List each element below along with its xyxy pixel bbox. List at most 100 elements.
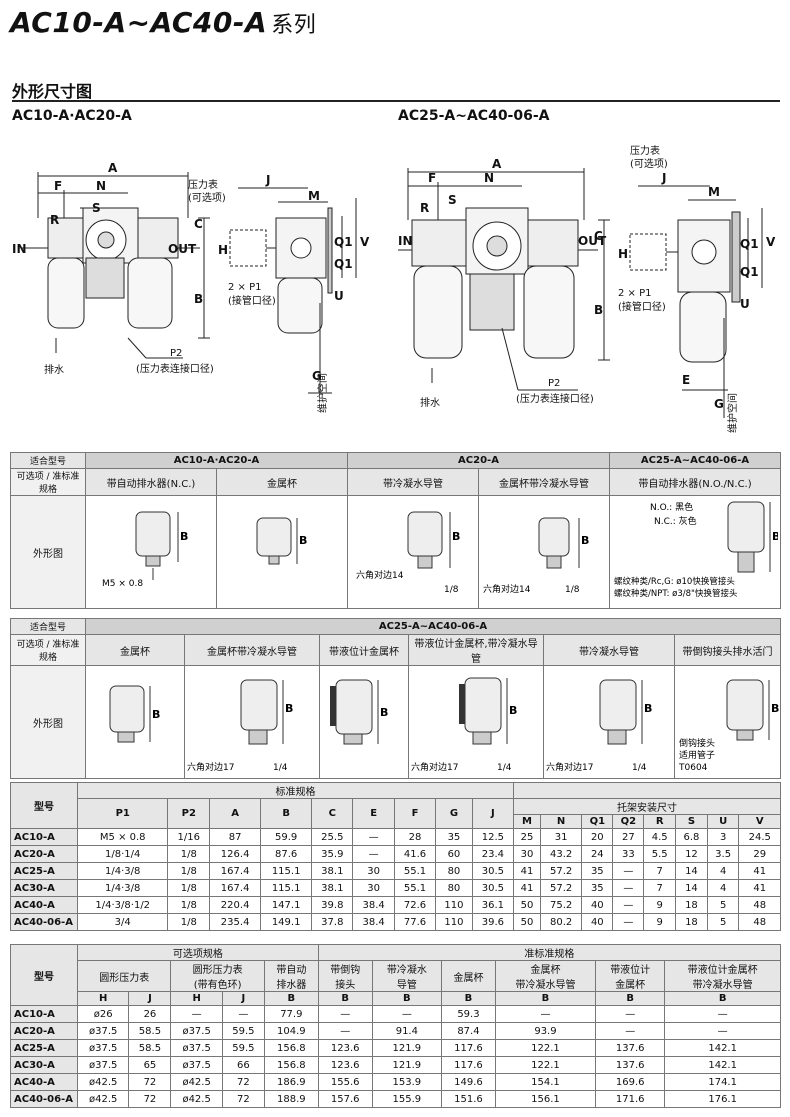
dim-Q2-right: Q1 xyxy=(740,265,759,279)
table-cell: 55.1 xyxy=(393,862,437,880)
t1-nc-note: N.C.: 灰色 xyxy=(654,515,697,527)
t3-col-12: Q2 xyxy=(612,814,645,829)
t1-hex14-note-b: 六角对边14 xyxy=(483,583,531,595)
dim-V-right: V xyxy=(766,235,776,249)
out-label-right: OUT xyxy=(578,234,607,248)
p2-label-right: P2 xyxy=(548,378,560,389)
table-cell: 59.9 xyxy=(260,828,313,846)
t3-col-2: A xyxy=(209,798,262,829)
dim-E-right: E xyxy=(682,373,690,387)
p1-sub-right: (接管口径) xyxy=(618,300,666,313)
options-dimension-table: 型号 可选项规格 准标准规格 圆形压力表圆形压力表 (带有色环)带自动 排水器带… xyxy=(10,944,782,1108)
dim-B-right: B xyxy=(594,303,603,317)
t4-sub-3: J xyxy=(221,991,265,1006)
in-label-right: IN xyxy=(398,234,413,248)
table-cell: 14 xyxy=(675,862,708,880)
left-model-label: AC10-A·AC20-A xyxy=(12,108,132,124)
in-label-left: IN xyxy=(12,242,27,256)
t1-hex14-note-a: 六角对边14 xyxy=(356,569,404,581)
table-cell: 58.5 xyxy=(128,1039,172,1057)
t2-row3-label: 外形图 xyxy=(10,665,86,779)
table-cell: 156.8 xyxy=(263,1056,319,1074)
dim-V-left: V xyxy=(360,235,370,249)
table-cell: 39.6 xyxy=(471,913,515,931)
table-cell: 30.5 xyxy=(471,862,515,880)
table-cell: 30 xyxy=(513,845,541,863)
t4-sub-9: B xyxy=(595,991,666,1006)
t3-bracket-header: 托架安装尺寸 xyxy=(513,798,781,815)
row-model: AC30-A xyxy=(10,879,78,897)
t2-item-5: 带倒钩接头排水活门 xyxy=(674,634,781,666)
t4-sub-6: B xyxy=(371,991,443,1006)
table-cell: — xyxy=(371,1005,443,1023)
table-cell: 4 xyxy=(706,879,740,897)
table-cell: 41 xyxy=(738,862,781,880)
p2-sub-left: (压力表连接口径) xyxy=(136,362,214,375)
table-cell: M5 × 0.8 xyxy=(76,828,169,846)
section-heading: 外形尺寸图 xyxy=(12,82,93,101)
t4-group-4: 带冷凝水 导管 xyxy=(371,960,443,992)
table-cell: 1/8·1/4 xyxy=(76,845,169,863)
table-cell: 50 xyxy=(513,913,541,931)
table-cell: 7 xyxy=(643,862,677,880)
table-cell: 20 xyxy=(581,828,614,846)
table-cell: 55.1 xyxy=(393,879,437,897)
dim-S-left: S xyxy=(92,201,101,215)
t4-group-8: 带液位计金属杯 带冷凝水导管 xyxy=(664,960,781,992)
t4-sub-8: B xyxy=(494,991,597,1006)
table-cell: ø37.5 xyxy=(170,1056,223,1074)
t2-illu-0: B xyxy=(85,665,185,779)
table-cell: 156.1 xyxy=(494,1090,597,1108)
t1-row3-label: 外形图 xyxy=(10,495,86,609)
table-cell: 39.8 xyxy=(311,896,354,914)
table-cell: 38.4 xyxy=(352,913,395,931)
table-cell: 18 xyxy=(675,913,708,931)
t4-model-header: 型号 xyxy=(10,944,78,1006)
table-cell: 41 xyxy=(738,879,781,897)
table-cell: ø42.5 xyxy=(76,1090,130,1108)
t3-col-9: M xyxy=(513,814,541,829)
dim-G-left: G xyxy=(312,369,322,383)
t1-item-0: 带自动排水器(N.C.) xyxy=(85,468,217,496)
t2-quarter-note-a: 1/4 xyxy=(273,763,288,773)
row-model: AC20-A xyxy=(10,845,78,863)
gauge-label-right-1: 压力表 xyxy=(630,144,660,157)
dim-B-left: B xyxy=(194,292,203,306)
table-cell: 40 xyxy=(581,896,614,914)
row-model: AC40-06-A xyxy=(10,1090,78,1108)
table-cell: 24 xyxy=(581,845,614,863)
t2-hex17-note-b: 六角对边17 xyxy=(411,761,458,773)
table-cell: 26 xyxy=(128,1005,172,1023)
dim-H-left: H xyxy=(218,243,228,257)
drain-label-right: 排水 xyxy=(420,396,440,409)
table-cell: 110 xyxy=(435,913,473,931)
table-cell: 48 xyxy=(738,913,781,931)
table-cell: 115.1 xyxy=(260,879,313,897)
svg-text:B: B xyxy=(152,708,160,721)
table-cell: 50 xyxy=(513,896,541,914)
table-cell: — xyxy=(595,1005,666,1023)
table-cell: 1/4·3/8·1/2 xyxy=(76,896,169,914)
dim-G-right: G xyxy=(714,397,724,411)
dim-H-right: H xyxy=(618,247,628,261)
table-cell: 38.1 xyxy=(311,862,354,880)
row-model: AC10-A xyxy=(10,1005,78,1023)
table-cell: 117.6 xyxy=(441,1056,496,1074)
svg-text:B: B xyxy=(771,702,779,715)
table-cell: 110 xyxy=(435,896,473,914)
maint-label-right: 维护空间 xyxy=(726,393,739,433)
p1-label-left: 2 × P1 xyxy=(228,282,262,293)
gauge-label-left-1: 压力表 xyxy=(188,178,218,191)
left-dimension-drawing: A F N S R C B J H M Q1 Q1 V U G IN OUT 排… xyxy=(12,161,370,413)
table-cell: 38.4 xyxy=(352,896,395,914)
table-cell: — xyxy=(595,1022,666,1040)
t4-sub-5: B xyxy=(317,991,373,1006)
table-cell: 137.6 xyxy=(595,1039,666,1057)
table-cell: 220.4 xyxy=(209,896,262,914)
t4-group-1: 圆形压力表 (带有色环) xyxy=(170,960,265,992)
dim-M-right: M xyxy=(708,185,720,199)
t1-item-2: 带冷凝水导管 xyxy=(347,468,479,496)
